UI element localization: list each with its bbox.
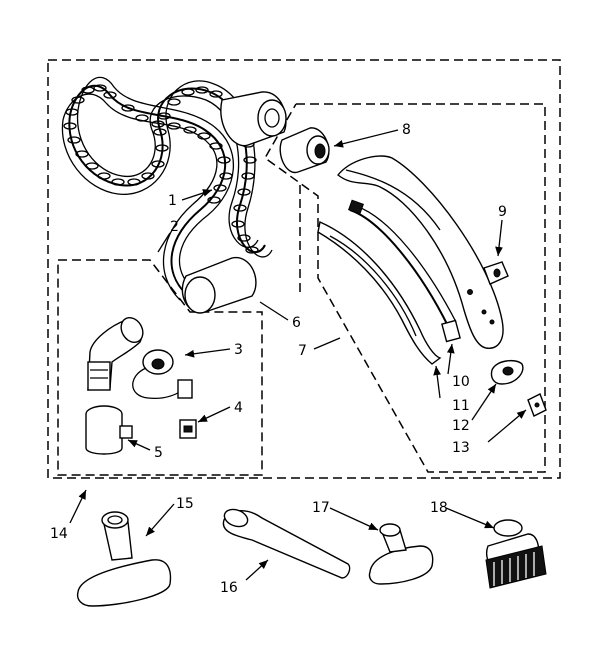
hose-rib: [135, 114, 149, 122]
hose-rib: [245, 246, 259, 254]
hose-rib: [181, 88, 195, 96]
callout-9: 9: [498, 204, 507, 220]
callout-6: 6: [292, 315, 301, 331]
hose-rib: [167, 122, 181, 130]
hose-rib: [141, 172, 155, 180]
hose-rib: [209, 90, 223, 98]
callout-labels: 1 2 3 4 5 6 7 8 9 10 11 12 13 14 15 16 1…: [50, 122, 507, 596]
hose-rib: [111, 178, 125, 186]
callout-10: 10: [452, 374, 470, 390]
hose-rib: [63, 122, 77, 130]
callout-3: 3: [234, 342, 243, 358]
hose-rib: [237, 234, 251, 242]
part-4-clip: [179, 419, 197, 439]
hose-rib: [167, 98, 181, 106]
hose-rib: [71, 96, 85, 104]
group-7-boundary: [264, 103, 546, 473]
callout-16: 16: [220, 580, 238, 596]
part-12-bracket: [490, 359, 524, 385]
callout-17: 17: [312, 500, 330, 516]
hose-rib: [157, 112, 171, 120]
hose-rib: [65, 108, 79, 116]
part-5-cup: [85, 405, 133, 455]
part-13-latch: [527, 393, 547, 417]
hose-rib: [151, 120, 165, 128]
part-15-floor-tool: [76, 511, 172, 607]
callout-7: 7: [298, 343, 307, 359]
hose-rib: [241, 172, 255, 180]
part-17-upholstery-tool: [368, 523, 434, 585]
hose-rib: [103, 91, 117, 99]
hose-rib: [97, 172, 111, 180]
hose-rib: [209, 142, 223, 150]
part-8-connector: [279, 127, 330, 174]
callout-1: 1: [168, 193, 177, 209]
part-10-11-handle-insert: [317, 199, 461, 365]
group-2-boundary: [57, 259, 263, 476]
callout-4: 4: [234, 400, 243, 416]
hose-rib: [121, 104, 135, 112]
hose-rib: [237, 188, 251, 196]
hose-rib: [217, 156, 231, 164]
callout-8: 8: [402, 122, 411, 138]
part-9-clip: [483, 261, 509, 285]
hose-rib: [197, 132, 211, 140]
part-18-dusting-brush: [485, 519, 547, 589]
hose-rib: [213, 184, 227, 192]
hose-cuff-top: [220, 91, 287, 147]
part-7-handle: [337, 155, 504, 349]
callout-12: 12: [452, 418, 470, 434]
hose-cuff-bottom: [181, 257, 257, 314]
hose-rib: [207, 196, 221, 204]
callout-5: 5: [154, 445, 163, 461]
leader-lines: [69, 129, 527, 581]
hose-rib: [243, 156, 257, 164]
hose-rib: [67, 136, 81, 144]
callout-2: 2: [170, 219, 179, 235]
part-3-cord-fitting: [132, 349, 193, 400]
hose-rib: [127, 178, 141, 186]
callout-13: 13: [452, 440, 470, 456]
hose-rib: [81, 86, 95, 94]
hose-rib: [155, 144, 169, 152]
hose-rib: [151, 160, 165, 168]
outer-kit-boundary: [47, 59, 561, 479]
part-2-elbow: [87, 316, 144, 391]
hose-rib: [195, 86, 209, 94]
callout-14: 14: [50, 526, 68, 542]
callout-15: 15: [176, 496, 194, 512]
hose-rib: [233, 204, 247, 212]
hose-rib: [231, 220, 245, 228]
hose-rib: [183, 126, 197, 134]
hose-rib: [85, 162, 99, 170]
hose-rib: [75, 150, 89, 158]
callout-11: 11: [452, 398, 470, 414]
hose-rib: [219, 172, 233, 180]
hose-rib: [93, 84, 107, 92]
hose-rib: [153, 128, 167, 136]
callout-18: 18: [430, 500, 448, 516]
part-16-crevice-tool: [222, 508, 351, 579]
